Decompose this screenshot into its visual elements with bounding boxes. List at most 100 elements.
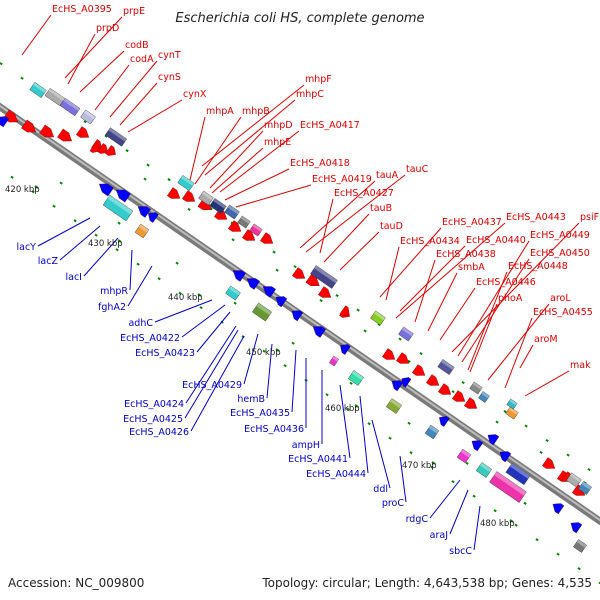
navy-gene-block bbox=[104, 127, 128, 147]
forward-outer-dash bbox=[503, 409, 507, 414]
forward-label-leader bbox=[469, 303, 498, 373]
forward-label-leader bbox=[305, 174, 406, 253]
reverse-gene-arrow bbox=[401, 377, 412, 388]
reverse-gene-arrow bbox=[439, 416, 450, 427]
gene-label-forward: mhpC bbox=[296, 89, 324, 100]
gene-label-reverse: EcHS_A0424 bbox=[124, 399, 184, 410]
gene-label-reverse: lacI bbox=[66, 272, 83, 283]
forward-label-leader bbox=[467, 271, 508, 371]
forward-gene-arrow bbox=[105, 145, 116, 156]
gene-label-forward: mhpD bbox=[264, 120, 293, 131]
scale-tick-label: 450 kbp bbox=[246, 348, 281, 358]
gene-label-forward: psiF bbox=[580, 212, 599, 223]
forward-outer-dash bbox=[461, 381, 465, 385]
reverse-outer-dash bbox=[388, 436, 392, 440]
gene-label-reverse: ddl bbox=[373, 484, 388, 495]
forward-outer-dash bbox=[293, 265, 297, 269]
reverse-label-leader bbox=[129, 249, 133, 291]
forward-gene-arrow bbox=[57, 128, 72, 142]
reverse-outer-dash bbox=[199, 306, 203, 310]
gene-label-forward: EcHS_A0427 bbox=[334, 188, 394, 199]
forward-outer-dash bbox=[566, 453, 570, 457]
navy-gene-block bbox=[437, 359, 455, 375]
forward-label-leader bbox=[395, 222, 506, 319]
reverse-label-leader bbox=[291, 349, 297, 413]
forward-outer-dash bbox=[587, 467, 591, 472]
forward-label-leader bbox=[109, 60, 158, 118]
reverse-gene-arrow bbox=[262, 286, 276, 298]
gene-label-reverse: EcHS_A0425 bbox=[123, 414, 183, 425]
gene-label-reverse: hemB bbox=[237, 394, 265, 405]
gene-label-reverse: EcHS_A0426 bbox=[129, 427, 189, 438]
forward-label-leader bbox=[189, 116, 206, 181]
gene-label-forward: tauA bbox=[376, 170, 399, 181]
reverse-gene-arrow bbox=[137, 206, 151, 218]
gene-label-forward: EcHS_A0418 bbox=[290, 158, 350, 169]
orange-gene-block bbox=[505, 406, 519, 420]
gene-label-forward: mhpF bbox=[305, 74, 332, 85]
forward-outer-dash bbox=[419, 352, 423, 356]
reverse-gene-arrow bbox=[0, 116, 10, 128]
reverse-label-leader bbox=[83, 237, 119, 277]
cyan-gene-block bbox=[29, 82, 47, 98]
reverse-label-leader bbox=[339, 384, 351, 459]
forward-gene-arrow bbox=[542, 457, 556, 469]
reverse-gene-arrow bbox=[232, 270, 246, 282]
gene-label-forward: EcHS_A0440 bbox=[466, 235, 526, 246]
forward-label-leader bbox=[119, 82, 158, 126]
gene-label-reverse: EcHS_A0429 bbox=[182, 380, 242, 391]
forward-outer-dash bbox=[167, 178, 171, 182]
cyan-gene-block bbox=[177, 175, 195, 191]
teal-gene-block bbox=[347, 370, 365, 386]
scale-tick-mark bbox=[34, 185, 39, 189]
olive-gene-block bbox=[252, 302, 272, 322]
forward-inner-dash bbox=[495, 420, 499, 424]
reverse-gene-arrow bbox=[312, 326, 326, 338]
blue-gene-block bbox=[424, 424, 440, 440]
grey-gene-block bbox=[198, 190, 214, 206]
cyan-gene-block bbox=[225, 285, 241, 301]
gene-label-forward: cynS bbox=[158, 72, 181, 83]
forward-label-leader bbox=[94, 64, 130, 111]
reverse-gene-arrow bbox=[570, 522, 583, 534]
gene-label-forward: codA bbox=[130, 54, 154, 65]
scale-tick-label: 430 kbp bbox=[88, 239, 123, 249]
forward-inner-dash bbox=[407, 359, 411, 363]
gene-label-reverse: adhC bbox=[128, 318, 153, 329]
reverse-gene-arrow bbox=[116, 189, 131, 203]
reverse-outer-dash bbox=[367, 422, 371, 426]
reverse-outer-dash bbox=[262, 349, 266, 353]
magenta-gene-block bbox=[456, 448, 472, 464]
gene-label-forward: tauD bbox=[380, 221, 403, 232]
forward-label-leader bbox=[439, 287, 476, 341]
gene-features bbox=[0, 82, 592, 553]
orange-gene-block bbox=[134, 223, 150, 239]
reverse-outer-dash bbox=[136, 262, 140, 266]
gene-label-reverse: EcHS_A0423 bbox=[135, 348, 195, 359]
gene-label-forward: EcHS_A0419 bbox=[312, 174, 372, 185]
forward-gene-arrow bbox=[464, 397, 478, 409]
accession-text: Accession: NC_009800 bbox=[8, 576, 144, 590]
gene-label-forward: EcHS_A0395 bbox=[52, 4, 112, 15]
scale-tick-mark bbox=[117, 239, 122, 243]
forward-gene-arrow bbox=[426, 374, 440, 386]
reverse-outer-dash bbox=[598, 581, 600, 585]
reverse-gene-arrow bbox=[391, 380, 404, 392]
forward-gene-arrow bbox=[39, 124, 54, 138]
forward-gene-arrow bbox=[21, 119, 36, 133]
reverse-label-leader bbox=[190, 335, 245, 432]
reverse-inner-dash bbox=[233, 301, 237, 305]
reverse-gene-arrow bbox=[291, 310, 304, 322]
reverse-outer-dash bbox=[409, 451, 413, 455]
navy-gene-block bbox=[209, 198, 227, 214]
forward-label-leader bbox=[224, 168, 290, 201]
forward-label-leader bbox=[427, 272, 458, 332]
gene-label-forward: cynT bbox=[158, 50, 181, 61]
forward-label-leader bbox=[487, 303, 550, 381]
reverse-label-leader bbox=[181, 304, 226, 338]
gene-label-forward: EcHS_A0434 bbox=[400, 236, 460, 247]
grey-gene-block bbox=[237, 215, 251, 229]
